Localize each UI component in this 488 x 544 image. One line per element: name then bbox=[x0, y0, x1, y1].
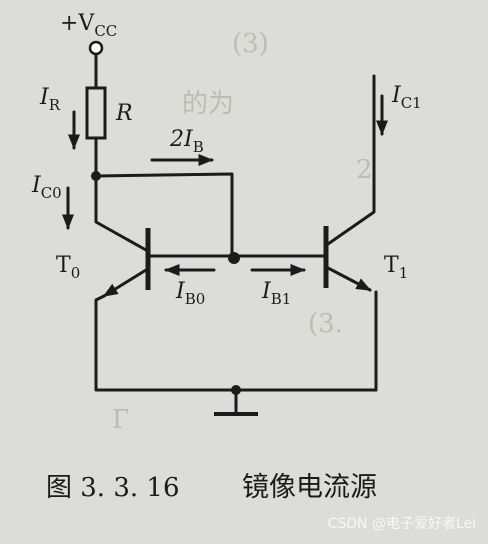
ib1-label: IB1 bbox=[261, 279, 291, 308]
t1-collector-wire bbox=[326, 74, 376, 246]
base-node bbox=[228, 252, 240, 264]
resistor-label: R bbox=[115, 101, 133, 126]
t0-collector-wire bbox=[94, 174, 148, 252]
two-ib-label: 2IB bbox=[169, 127, 204, 156]
figure-title: 镜像电流源 bbox=[242, 472, 377, 503]
t0-label: T0 bbox=[56, 253, 80, 282]
ib0-label: IB0 bbox=[175, 279, 205, 308]
bleed-through-text: (3) 的为 2 (3. Г bbox=[112, 29, 373, 435]
supply-terminal bbox=[88, 40, 104, 56]
svg-text:(3): (3) bbox=[232, 29, 269, 59]
watermark: CSDN @电子爱好者Lei bbox=[328, 516, 476, 532]
svg-text:(3.: (3. bbox=[308, 309, 343, 339]
svg-text:2: 2 bbox=[356, 155, 373, 185]
ic0-label: IC0 bbox=[31, 173, 62, 202]
ir-label: IR bbox=[39, 85, 61, 114]
t0-emitter-arrow bbox=[102, 268, 148, 298]
bias-wire bbox=[94, 172, 234, 258]
figure-number: 图 3. 3. 16 bbox=[46, 473, 180, 503]
svg-text:Г: Г bbox=[112, 405, 129, 435]
t1-label: T1 bbox=[384, 253, 408, 282]
t1-emitter-arrow bbox=[326, 266, 372, 292]
resistor-r bbox=[85, 86, 107, 140]
supply-label: +VCC bbox=[60, 11, 117, 40]
svg-text:的为: 的为 bbox=[182, 89, 234, 119]
ic1-label: IC1 bbox=[391, 83, 422, 112]
